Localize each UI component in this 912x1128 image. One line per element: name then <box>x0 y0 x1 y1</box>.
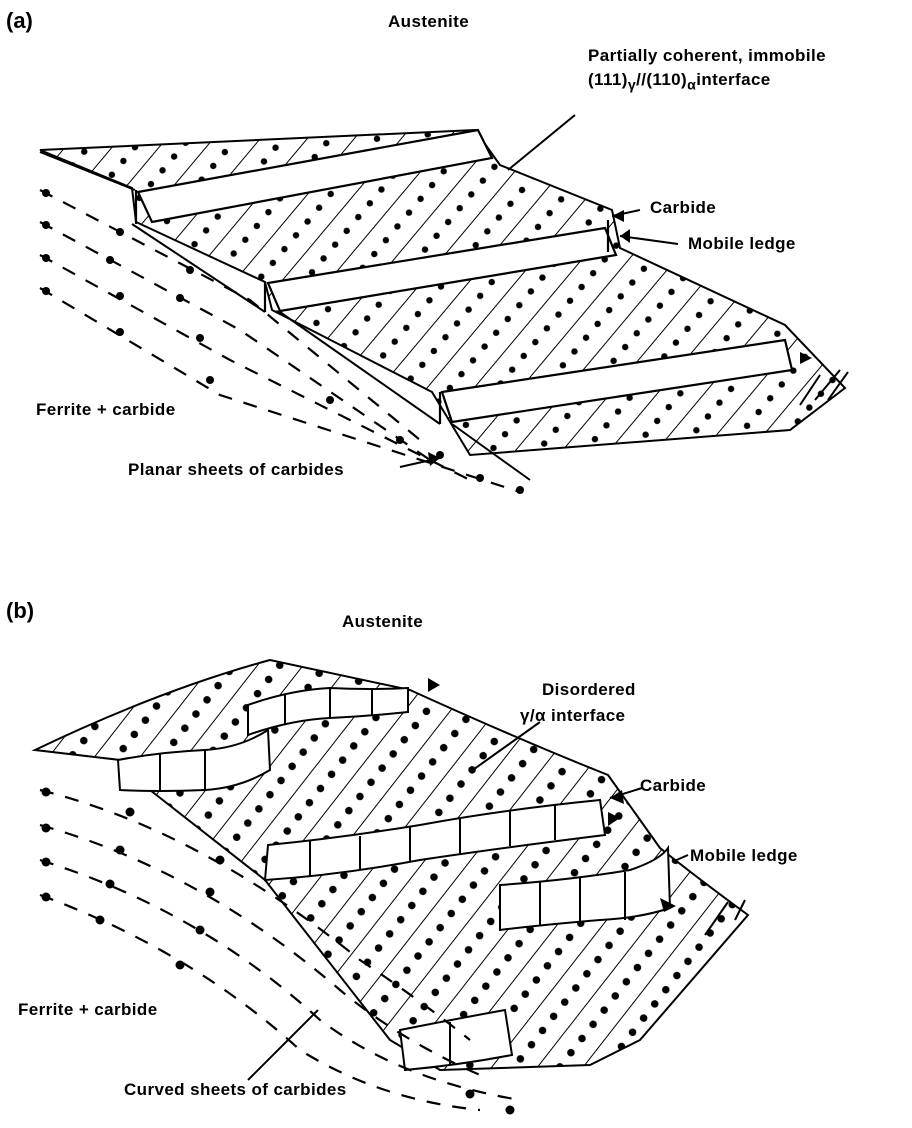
carbide-sheets-b <box>40 790 520 1110</box>
ferrite-label-b: Ferrite + carbide <box>18 1000 158 1020</box>
interface-label-a-line1: Partially coherent, immobile <box>588 46 826 66</box>
mobile-ledge-label-a: Mobile ledge <box>688 234 796 254</box>
interface-label-b-line2: γ/α interface <box>520 706 625 726</box>
pointer-carbide-b <box>610 788 642 798</box>
carbide-label-a: Carbide <box>650 198 716 218</box>
panel-b-label: (b) <box>6 598 34 624</box>
mobile-ledge-label-b: Mobile ledge <box>690 846 798 866</box>
pointer-sheets-b <box>248 1010 318 1080</box>
right-hatch-b <box>705 900 745 935</box>
cell-ledge-b1 <box>118 688 670 1070</box>
austenite-label-a: Austenite <box>388 12 469 32</box>
cell-dividers-b <box>160 688 625 1064</box>
interface-label-b-line1: Disordered <box>542 680 636 700</box>
carbide-dots-b <box>42 788 515 1115</box>
sheets-label-a: Planar sheets of carbides <box>128 460 344 480</box>
sheets-label-b: Curved sheets of carbides <box>124 1080 347 1100</box>
carbide-label-b: Carbide <box>640 776 706 796</box>
pointer-interface-a <box>508 115 575 170</box>
pointer-ledge-b <box>672 855 688 862</box>
interface-label-a-line2: (111)γ//(110)αinterface <box>588 70 771 93</box>
pointer-interface-b <box>470 722 540 772</box>
austenite-label-b: Austenite <box>342 612 423 632</box>
panel-a-label: (a) <box>6 8 33 34</box>
ferrite-label-a: Ferrite + carbide <box>36 400 176 420</box>
